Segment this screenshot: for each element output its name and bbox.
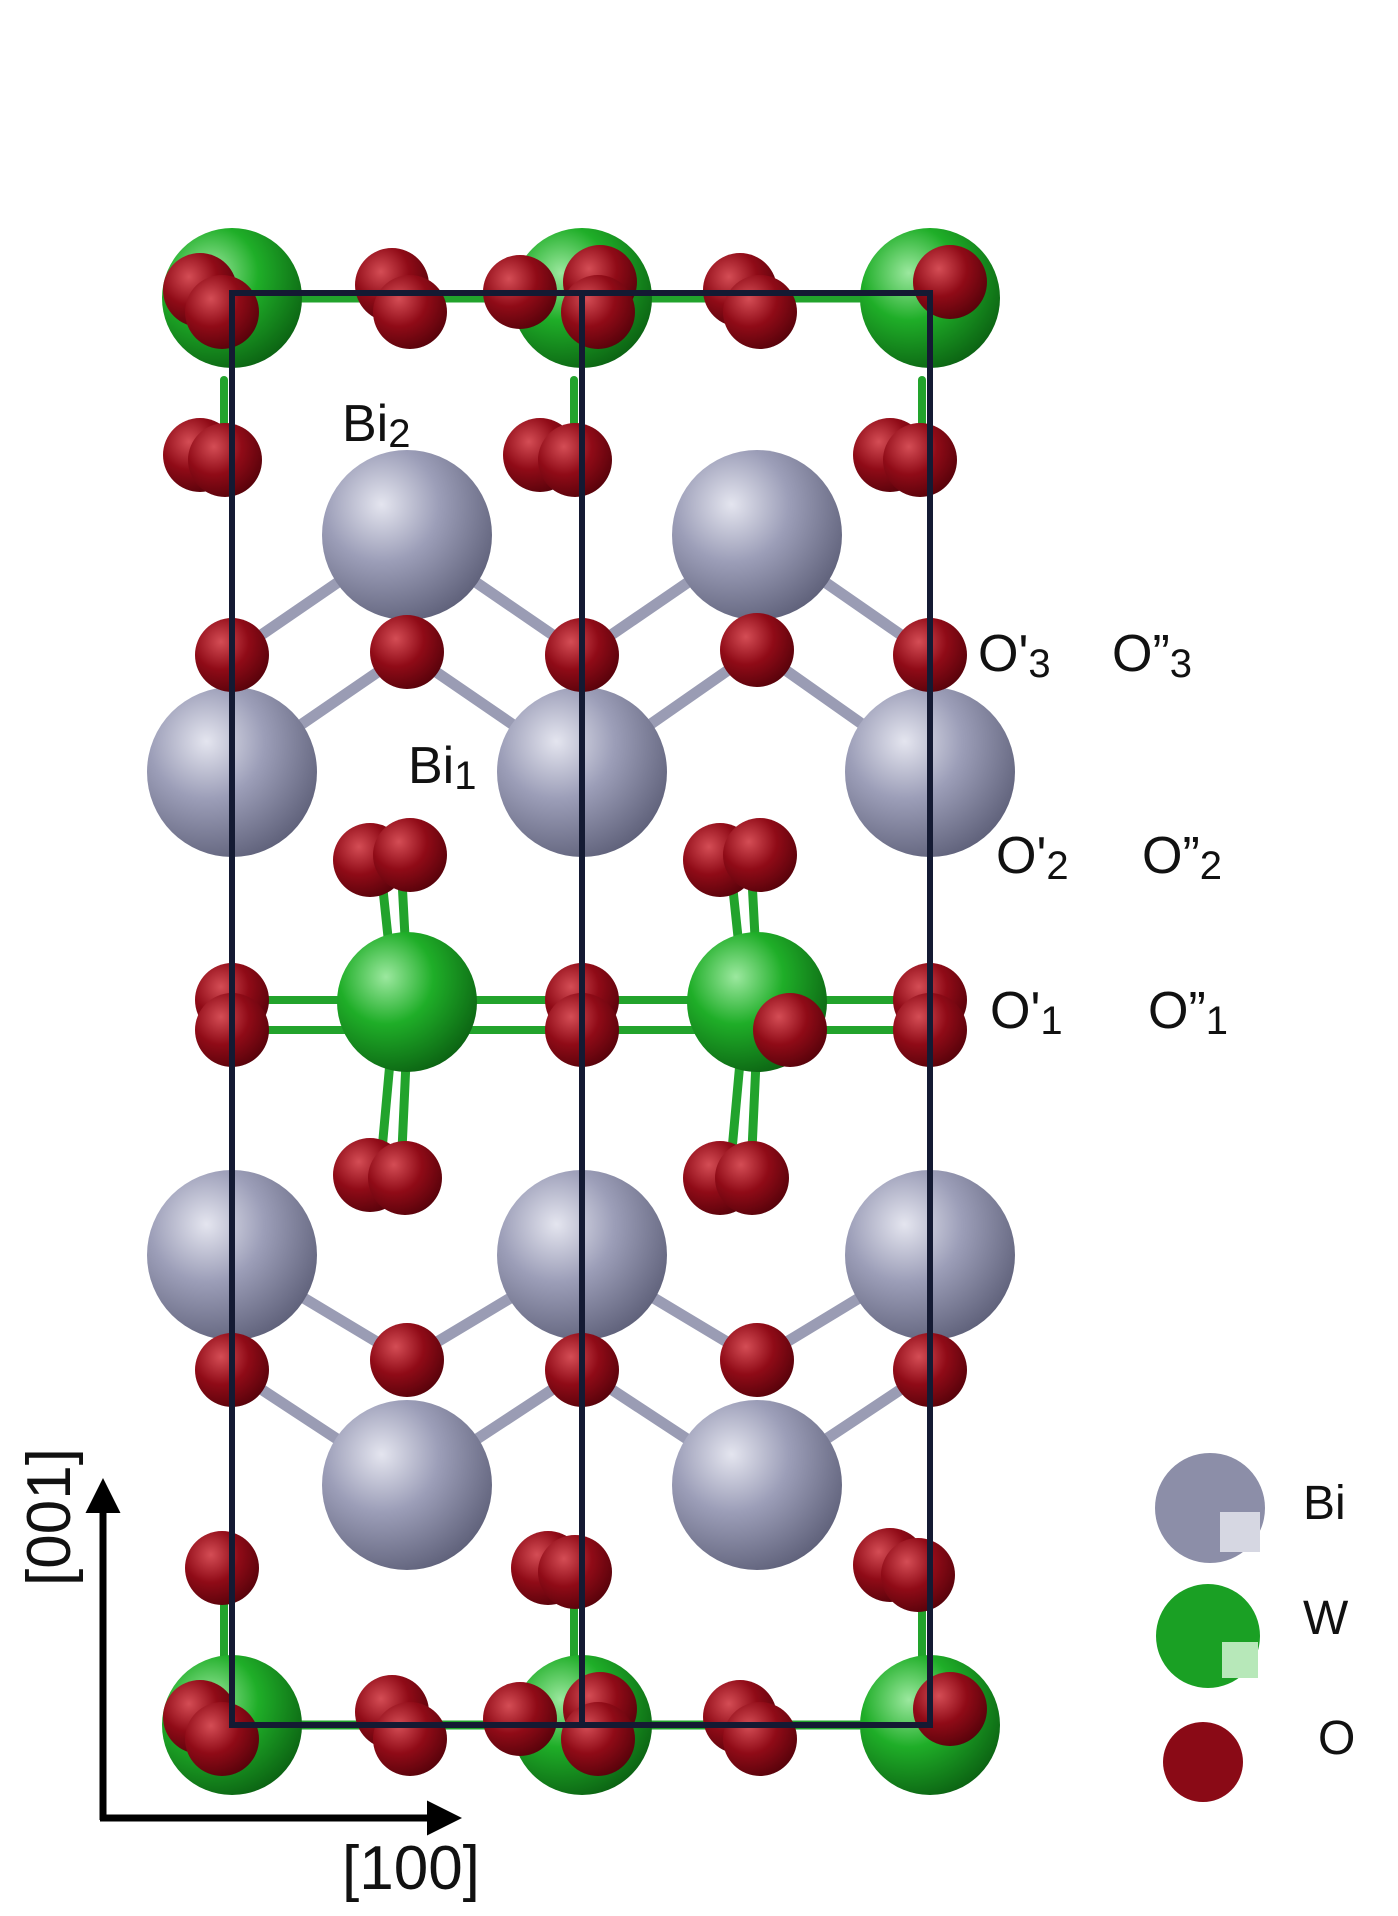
axis-001-label: [001] — [15, 1448, 84, 1586]
legend-marker-w-highlight — [1222, 1642, 1258, 1678]
label-o2-prime: O'2 — [996, 827, 1069, 888]
o-atom — [370, 1323, 444, 1397]
o-atom — [720, 613, 794, 687]
unit-cell-outline — [229, 290, 933, 1728]
label-o3-double-prime: O”3 — [1112, 625, 1193, 686]
legend-label-w: W — [1303, 1592, 1349, 1645]
o-atom — [561, 275, 635, 349]
o-atom — [723, 1702, 797, 1776]
legend-marker-bi-highlight — [1220, 1512, 1260, 1552]
o-atom — [753, 993, 827, 1067]
bi-atom — [322, 450, 492, 620]
legend-label-o: O — [1318, 1712, 1356, 1765]
o-atom — [538, 423, 612, 497]
o-atom — [720, 1323, 794, 1397]
axis-100-label: [100] — [342, 1834, 480, 1903]
o-atom — [913, 245, 987, 319]
bi-atom — [672, 1400, 842, 1570]
o-atom — [185, 275, 259, 349]
axes-indicator — [85, 1478, 462, 1836]
bi-atom — [672, 450, 842, 620]
w-atom — [337, 932, 477, 1072]
legend-marker-o — [1163, 1722, 1243, 1802]
o-atom — [373, 818, 447, 892]
o-atom — [185, 1702, 259, 1776]
o-atom — [188, 423, 262, 497]
o-atom — [185, 1531, 259, 1605]
bi-atom — [322, 1400, 492, 1570]
o-atom — [913, 1672, 987, 1746]
o-atom — [483, 1682, 557, 1756]
label-o1-double-prime: O”1 — [1148, 982, 1229, 1043]
label-o3-prime: O'3 — [978, 625, 1051, 686]
o-atom — [373, 1702, 447, 1776]
o-atom — [538, 1535, 612, 1609]
o-atom — [370, 615, 444, 689]
label-o2-double-prime: O”2 — [1142, 827, 1223, 888]
o-atom — [881, 1538, 955, 1612]
o-atom — [373, 275, 447, 349]
o-atom — [723, 818, 797, 892]
o-atom — [561, 1702, 635, 1776]
label-bi2: Bi2 — [342, 395, 411, 456]
label-o1-prime: O'1 — [990, 982, 1063, 1043]
o-atom — [723, 275, 797, 349]
o-atom — [883, 423, 957, 497]
legend — [1155, 1453, 1265, 1802]
o-atom — [368, 1141, 442, 1215]
label-bi1: Bi1 — [408, 737, 477, 798]
legend-label-bi: Bi — [1303, 1477, 1346, 1530]
o-atom — [715, 1141, 789, 1215]
